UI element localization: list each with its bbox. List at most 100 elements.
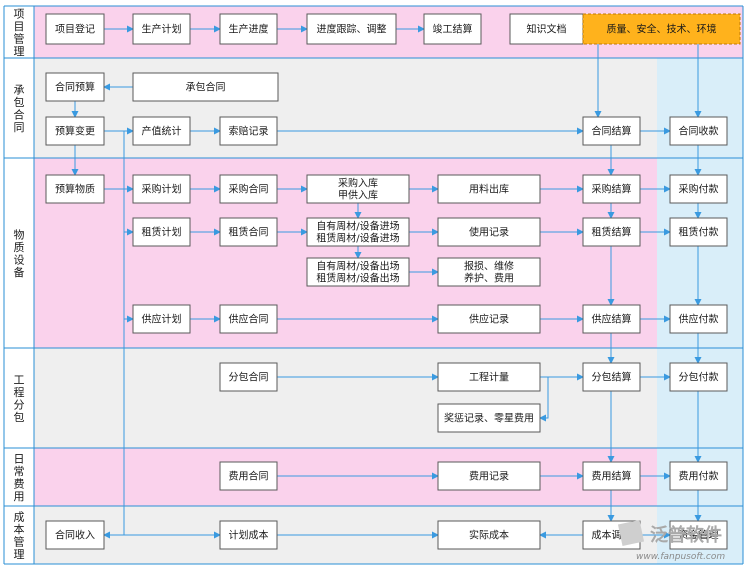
node-purchase-contract[interactable]: 采购合同	[219, 174, 278, 204]
node-engineering-measure[interactable]: 工程计量	[437, 362, 541, 392]
node-planned-cost[interactable]: 计划成本	[219, 520, 278, 550]
svg-text:分包合同: 分包合同	[229, 371, 269, 384]
node-purchase-settlement[interactable]: 采购结算	[582, 174, 641, 204]
svg-text:用: 用	[14, 490, 25, 503]
node-progress-tracking[interactable]: 进度跟踪、调整	[306, 13, 397, 45]
svg-text:备: 备	[14, 265, 25, 279]
node-actual-cost[interactable]: 实际成本	[437, 520, 541, 550]
node-sub-contract[interactable]: 分包合同	[219, 362, 278, 392]
svg-text:同: 同	[14, 121, 25, 134]
svg-text:分包付款: 分包付款	[679, 371, 719, 384]
svg-text:供应计划: 供应计划	[142, 313, 182, 326]
node-project-register[interactable]: 项目登记	[45, 13, 105, 45]
node-expense-record[interactable]: 费用记录	[437, 461, 541, 491]
svg-text:计划成本: 计划成本	[229, 529, 269, 542]
node-budget-change[interactable]: 预算变更	[45, 116, 105, 146]
node-supply-plan[interactable]: 供应计划	[132, 304, 191, 334]
node-reward-penalty[interactable]: 奖惩记录、零星费用	[437, 403, 541, 433]
node-usage-record[interactable]: 使用记录	[437, 217, 541, 247]
node-claim-record[interactable]: 索赔记录	[219, 116, 278, 146]
svg-text:承: 承	[14, 83, 25, 96]
connector-arrow	[539, 377, 549, 422]
svg-text:工: 工	[14, 373, 25, 386]
node-supply-contract[interactable]: 供应合同	[219, 304, 278, 334]
svg-text:项目登记: 项目登记	[55, 23, 95, 36]
watermark-logo: 泛普软件 www.fanpusoft.com	[617, 519, 725, 562]
watermark-brand: 泛普软件	[650, 524, 722, 546]
node-output-stats[interactable]: 产值统计	[132, 116, 191, 146]
node-qset[interactable]: 质量、安全、技术、环境	[582, 13, 741, 45]
node-lease-plan[interactable]: 租赁计划	[132, 217, 191, 247]
node-lease-settlement[interactable]: 租赁结算	[582, 217, 641, 247]
svg-text:分包结算: 分包结算	[592, 371, 632, 384]
node-sub-payment[interactable]: 分包付款	[669, 362, 728, 392]
svg-text:供应合同: 供应合同	[229, 313, 269, 326]
node-purchase-plan[interactable]: 采购计划	[132, 174, 191, 204]
svg-text:租赁合同: 租赁合同	[229, 226, 269, 239]
node-budget-materials[interactable]: 预算物质	[45, 174, 105, 204]
svg-text:日: 日	[14, 452, 25, 465]
svg-text:使用记录: 使用记录	[469, 226, 509, 239]
node-sub-settlement[interactable]: 分包结算	[582, 362, 641, 392]
svg-text:供应结算: 供应结算	[592, 313, 632, 326]
node-material-outbound[interactable]: 用料出库	[437, 174, 541, 204]
svg-text:租赁周材/设备出场: 租赁周材/设备出场	[316, 272, 399, 285]
node-contract-receipt[interactable]: 合同收款	[669, 116, 728, 146]
svg-text:项: 项	[14, 7, 25, 20]
svg-text:合: 合	[14, 107, 25, 121]
node-purchase-payment[interactable]: 采购付款	[669, 174, 728, 204]
svg-text:供应记录: 供应记录	[469, 313, 509, 326]
svg-text:成: 成	[14, 510, 25, 523]
svg-text:合同预算: 合同预算	[55, 81, 95, 94]
node-expense-settlement[interactable]: 费用结算	[582, 461, 641, 491]
svg-text:养护、费用: 养护、费用	[464, 272, 514, 285]
node-expense-contract[interactable]: 费用合同	[219, 461, 278, 491]
svg-text:分: 分	[14, 398, 25, 411]
node-lease-payment[interactable]: 租赁付款	[669, 217, 728, 247]
node-supply-payment[interactable]: 供应付款	[669, 304, 728, 334]
svg-text:租赁付款: 租赁付款	[679, 226, 719, 239]
svg-text:理: 理	[14, 548, 25, 561]
svg-text:设: 设	[14, 253, 25, 266]
svg-text:目: 目	[14, 20, 25, 33]
svg-text:奖惩记录、零星费用: 奖惩记录、零星费用	[444, 412, 534, 425]
node-contract-income[interactable]: 合同收入	[45, 520, 105, 550]
node-contract-settlement[interactable]: 合同结算	[582, 116, 641, 146]
svg-text:租赁周材/设备进场: 租赁周材/设备进场	[316, 232, 399, 245]
node-knowledge-docs[interactable]: 知识文档	[509, 13, 584, 45]
svg-text:供应付款: 供应付款	[679, 313, 719, 326]
svg-text:租赁计划: 租赁计划	[142, 226, 182, 239]
node-production-progress[interactable]: 生产进度	[219, 13, 278, 45]
svg-text:采购入库: 采购入库	[338, 177, 378, 190]
node-supply-settlement[interactable]: 供应结算	[582, 304, 641, 334]
svg-text:费: 费	[14, 477, 25, 490]
lane-label-contract: 承包合同	[14, 83, 25, 134]
node-expense-payment[interactable]: 费用付款	[669, 461, 728, 491]
svg-text:管: 管	[14, 534, 25, 548]
svg-text:生产计划: 生产计划	[142, 23, 182, 36]
svg-text:理: 理	[14, 45, 25, 58]
svg-text:索赔记录: 索赔记录	[229, 125, 269, 138]
node-lease-contract[interactable]: 租赁合同	[219, 217, 278, 247]
svg-text:自有周材/设备进场: 自有周材/设备进场	[316, 220, 399, 233]
node-production-plan[interactable]: 生产计划	[132, 13, 191, 45]
node-fund-mgmt[interactable]: 资金管理	[669, 520, 728, 550]
node-contract-budget[interactable]: 合同预算	[45, 72, 105, 102]
svg-text:竣工结算: 竣工结算	[433, 23, 473, 36]
svg-text:包: 包	[14, 411, 25, 424]
svg-text:物: 物	[14, 227, 25, 241]
svg-text:报损、维修: 报损、维修	[464, 260, 514, 273]
svg-text:采购合同: 采购合同	[229, 183, 269, 196]
node-contract-contracting[interactable]: 承包合同	[132, 72, 279, 102]
node-completion-settlement[interactable]: 竣工结算	[423, 13, 482, 45]
svg-text:甲供入库: 甲供入库	[338, 189, 378, 202]
node-supply-record[interactable]: 供应记录	[437, 304, 541, 334]
svg-text:采购计划: 采购计划	[142, 183, 182, 196]
